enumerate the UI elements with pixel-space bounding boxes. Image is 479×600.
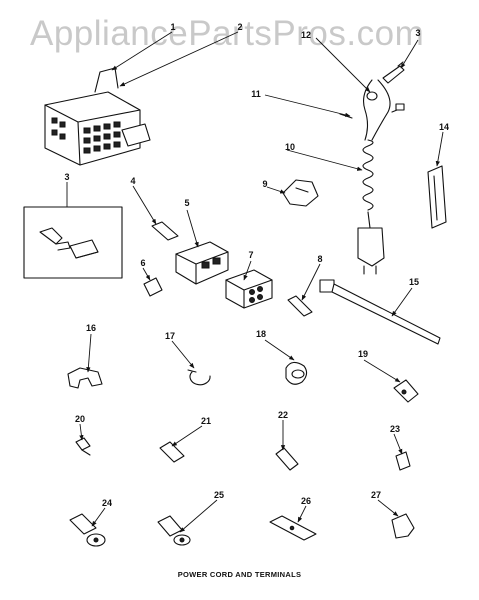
part-connector-housing-5 bbox=[175, 241, 229, 285]
callout-6: 6 bbox=[140, 258, 145, 268]
diagram-caption: POWER CORD AND TERMINALS bbox=[177, 570, 302, 579]
part-terminal-22 bbox=[275, 447, 299, 471]
callout-10: 10 bbox=[285, 142, 295, 152]
part-strain-relief bbox=[427, 165, 447, 229]
callout-15: 15 bbox=[409, 277, 419, 287]
part-terminal-6 bbox=[143, 277, 163, 297]
callout-16: 16 bbox=[86, 323, 96, 333]
callout-3: 3 bbox=[415, 28, 420, 38]
callout-4: 4 bbox=[130, 176, 135, 186]
part-terminal-4 bbox=[151, 221, 179, 241]
callout-21: 21 bbox=[201, 416, 211, 426]
callout-19: 19 bbox=[358, 349, 368, 359]
part-terminal-block bbox=[44, 67, 151, 166]
part-cable-clamp bbox=[285, 361, 308, 385]
part-power-cord bbox=[357, 139, 385, 275]
callout-17: 17 bbox=[165, 331, 175, 341]
part-ring-terminal-24 bbox=[69, 513, 106, 547]
part-bushing bbox=[282, 179, 319, 207]
callout-7: 7 bbox=[248, 250, 253, 260]
callout-8: 8 bbox=[317, 254, 322, 264]
callout-24: 24 bbox=[102, 498, 112, 508]
callout-27: 27 bbox=[371, 490, 381, 500]
part-plug-pigtail bbox=[339, 61, 405, 141]
callout-9: 9 bbox=[262, 179, 267, 189]
watermark-text: AppliancePartsPros.com bbox=[30, 14, 425, 53]
callout-5: 5 bbox=[184, 198, 189, 208]
part-splice-26 bbox=[269, 515, 317, 541]
part-terminal-kit bbox=[23, 206, 123, 279]
leader-lines bbox=[66, 31, 444, 533]
callout-26: 26 bbox=[301, 496, 311, 506]
part-terminal-8 bbox=[287, 295, 313, 317]
part-terminal-20 bbox=[75, 437, 91, 456]
part-ring-terminal-25 bbox=[157, 515, 191, 546]
part-terminal-21 bbox=[159, 441, 185, 463]
callout-23: 23 bbox=[390, 424, 400, 434]
part-terminal-19 bbox=[393, 379, 419, 403]
callout-18: 18 bbox=[256, 329, 266, 339]
part-clip-16 bbox=[67, 367, 103, 389]
part-cable-tie bbox=[319, 279, 441, 345]
callout-22: 22 bbox=[278, 410, 288, 420]
callout-25: 25 bbox=[214, 490, 224, 500]
part-ring-clamp bbox=[187, 369, 211, 386]
callout-3: 3 bbox=[64, 172, 69, 182]
callout-11: 11 bbox=[251, 89, 261, 99]
callout-1: 1 bbox=[170, 22, 175, 32]
callout-14: 14 bbox=[439, 122, 449, 132]
callout-20: 20 bbox=[75, 414, 85, 424]
callout-12: 12 bbox=[301, 30, 311, 40]
callout-2: 2 bbox=[237, 22, 242, 32]
part-terminal-27 bbox=[391, 513, 415, 539]
part-connector-housing-7 bbox=[225, 269, 273, 309]
part-terminal-23 bbox=[395, 451, 411, 471]
